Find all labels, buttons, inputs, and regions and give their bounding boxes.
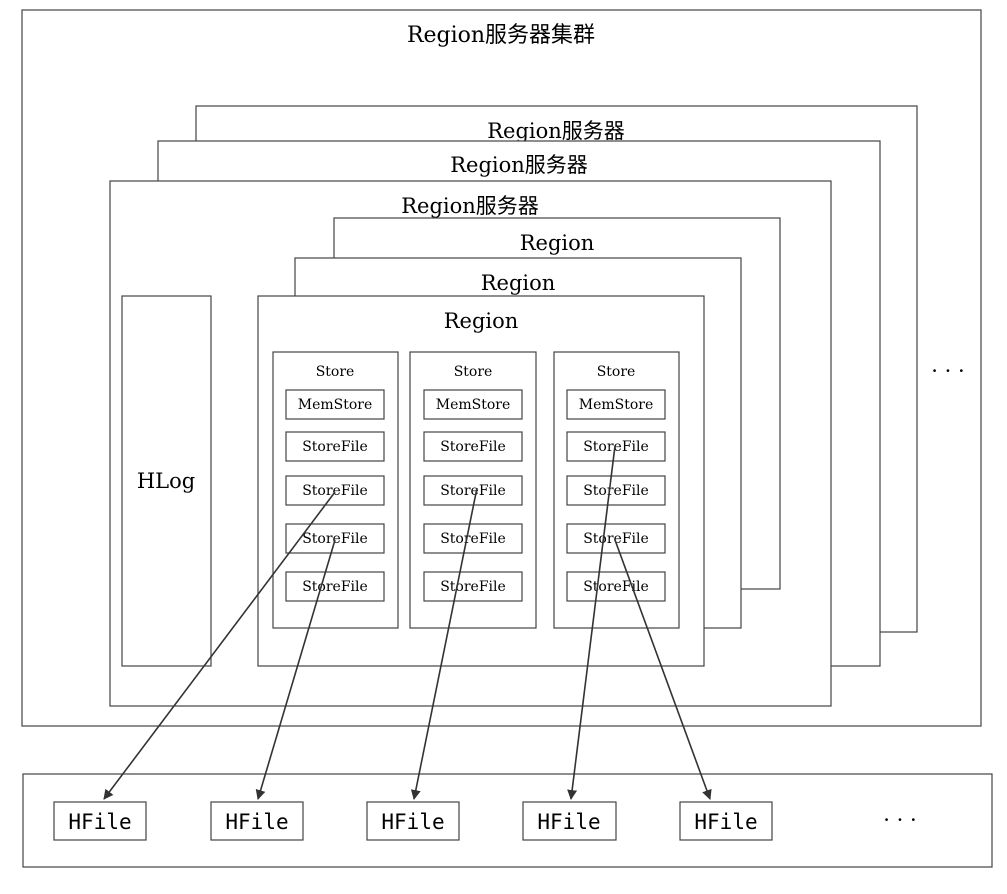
storefile-box bbox=[566, 571, 666, 602]
hfile-label: HFile bbox=[694, 810, 757, 834]
memstore-label: MemStore bbox=[579, 397, 654, 413]
servers-ellipsis: · · · bbox=[931, 359, 964, 383]
store-label: Store bbox=[454, 364, 493, 380]
arrow-storefile-to-hfile-3 bbox=[410, 487, 478, 800]
hfile-container bbox=[22, 773, 993, 868]
storefile-box bbox=[566, 431, 666, 462]
storefile-label: StoreFile bbox=[583, 531, 649, 547]
storefile-box bbox=[285, 475, 385, 506]
memstore-label: MemStore bbox=[436, 397, 511, 413]
hfile-box-3 bbox=[366, 801, 460, 841]
storefile-label: StoreFile bbox=[440, 531, 506, 547]
store-label: Store bbox=[597, 364, 636, 380]
hlog-box bbox=[121, 295, 212, 667]
memstore-box bbox=[423, 389, 523, 420]
hfile-box-2 bbox=[210, 801, 304, 841]
storefile-label: StoreFile bbox=[583, 579, 649, 595]
storefile-box bbox=[285, 523, 385, 554]
hfile-box-1 bbox=[53, 801, 147, 841]
arrow-storefile-to-hfile-5 bbox=[614, 539, 712, 800]
region-server-middle-label: Region服务器 bbox=[450, 153, 588, 177]
storefile-box bbox=[423, 431, 523, 462]
hfiles-ellipsis: · · · bbox=[883, 808, 916, 832]
store-3: Store MemStore StoreFile StoreFile Store… bbox=[553, 351, 680, 629]
storefile-label: StoreFile bbox=[302, 531, 368, 547]
storefile-box bbox=[285, 571, 385, 602]
memstore-box bbox=[285, 389, 385, 420]
memstore-label: MemStore bbox=[298, 397, 373, 413]
store-2: Store MemStore StoreFile StoreFile Store… bbox=[409, 351, 537, 629]
storefile-label: StoreFile bbox=[302, 483, 368, 499]
storefile-box bbox=[566, 523, 666, 554]
storefile-label: StoreFile bbox=[583, 439, 649, 455]
hfile-box-4 bbox=[522, 801, 617, 841]
hfile-box-5 bbox=[679, 801, 773, 841]
storefile-box bbox=[423, 571, 523, 602]
arrow-storefile-to-hfile-2 bbox=[255, 539, 336, 800]
storefile-box bbox=[285, 431, 385, 462]
storefile-box bbox=[423, 475, 523, 506]
storefile-box bbox=[423, 523, 523, 554]
region-front-label: Region bbox=[444, 309, 519, 333]
storefile-label: StoreFile bbox=[302, 439, 368, 455]
hlog-label: HLog bbox=[137, 469, 195, 493]
arrow-storefile-to-hfile-4 bbox=[567, 445, 616, 800]
store-label: Store bbox=[316, 364, 355, 380]
cluster-title: Region服务器集群 bbox=[407, 23, 595, 48]
hfile-label: HFile bbox=[225, 810, 288, 834]
storefile-label: StoreFile bbox=[302, 579, 368, 595]
store-1: Store MemStore StoreFile StoreFile Store… bbox=[272, 351, 399, 629]
storefile-box bbox=[566, 475, 666, 506]
region-middle-label: Region bbox=[481, 271, 556, 295]
storefile-label: StoreFile bbox=[440, 483, 506, 499]
hfile-label: HFile bbox=[68, 810, 131, 834]
storefile-label: StoreFile bbox=[440, 439, 506, 455]
memstore-box bbox=[566, 389, 666, 420]
arrow-storefile-to-hfile-1 bbox=[103, 491, 336, 800]
region-server-back-label: Region服务器 bbox=[487, 119, 625, 143]
hfile-label: HFile bbox=[381, 810, 444, 834]
hfile-label: HFile bbox=[537, 810, 600, 834]
region-server-front-label: Region服务器 bbox=[401, 194, 539, 218]
region-back-label: Region bbox=[520, 231, 595, 255]
storefile-label: StoreFile bbox=[440, 579, 506, 595]
storefile-label: StoreFile bbox=[583, 483, 649, 499]
